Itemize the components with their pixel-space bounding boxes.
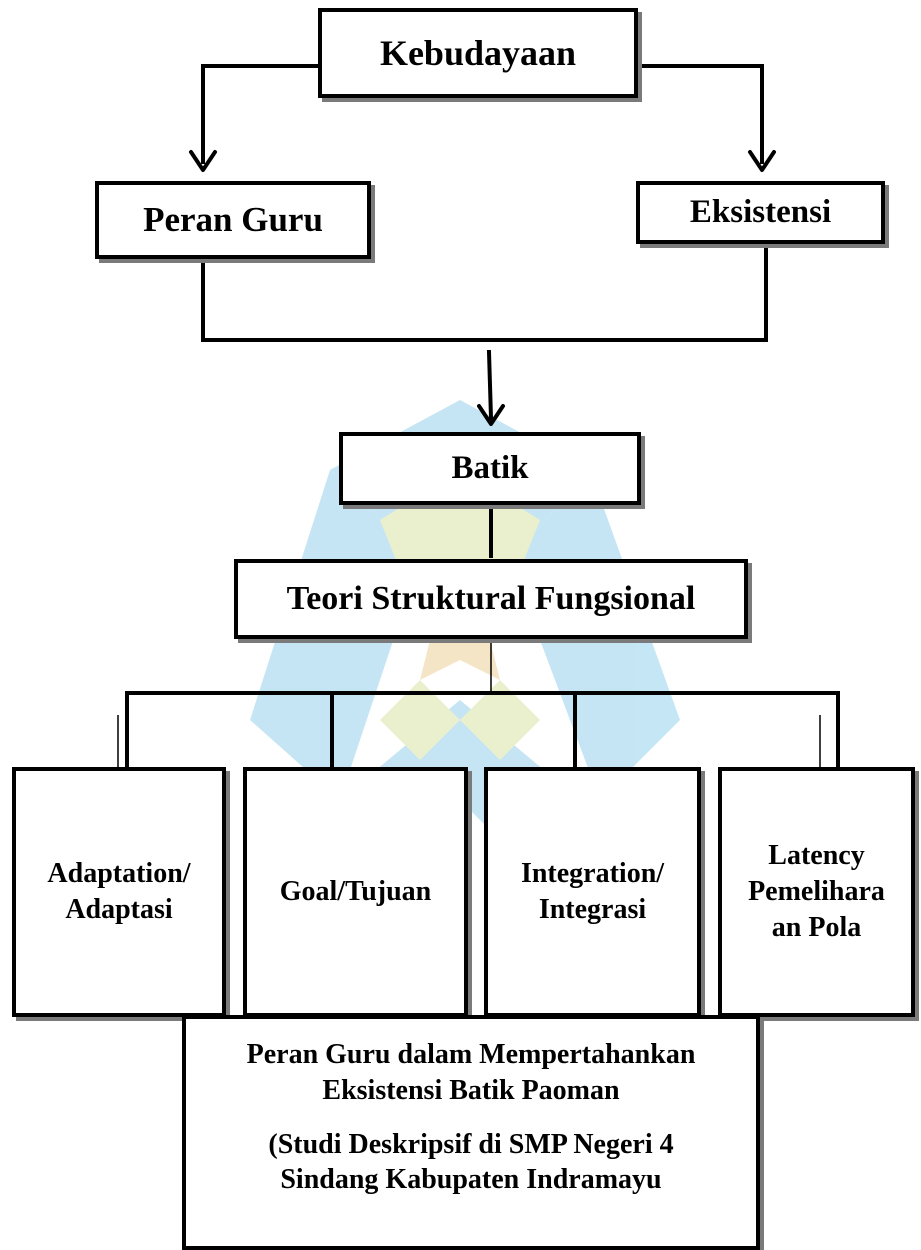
node-teori-struktural-fungsional: Teori Struktural Fungsional	[234, 559, 748, 639]
arrowhead-batik	[477, 404, 505, 426]
node-goal: Goal/Tujuan	[243, 767, 468, 1017]
node-batik: Batik	[339, 432, 641, 505]
node-final-line2: Eksistensi Batik Paoman	[322, 1074, 620, 1106]
arrowhead-peran-guru	[189, 150, 217, 172]
arrowhead-eksistensi	[748, 150, 776, 172]
connector-kebudayaan-peran	[201, 64, 320, 164]
node-latency-line3: an Pola	[771, 911, 862, 943]
node-adaptation: Adaptation/ Adaptasi	[12, 767, 226, 1017]
node-integration: Integration/ Integrasi	[484, 767, 701, 1017]
node-kebudayaan: Kebudayaan	[318, 8, 638, 98]
connector-kebudayaan-eksistensi	[636, 64, 764, 164]
connector-to-batik	[486, 349, 494, 421]
node-adaptation-line2: Adaptasi	[65, 894, 173, 925]
node-peran-guru: Peran Guru	[95, 181, 371, 259]
node-teori-label: Teori Struktural Fungsional	[286, 580, 696, 618]
node-latency-line1: Latency	[768, 840, 865, 872]
node-adaptation-line1: Adaptation/	[47, 858, 191, 890]
node-integration-line1: Integration/	[520, 858, 665, 890]
node-final-line1: Peran Guru dalam Mempertahankan	[246, 1039, 696, 1070]
node-final-line4: Sindang Kabupaten Indramayu	[280, 1164, 662, 1196]
node-final-line3: (Studi Deskripsif di SMP Negeri 4	[268, 1128, 674, 1160]
connector-join	[201, 240, 768, 342]
node-goal-label: Goal/Tujuan	[279, 876, 432, 908]
node-integration-line2: Integrasi	[538, 894, 647, 925]
node-eksistensi-label: Eksistensi	[689, 194, 832, 231]
node-final-title: Peran Guru dalam Mempertahankan Eksisten…	[182, 1015, 760, 1250]
node-latency: Latency Pemelihara an Pola	[718, 767, 915, 1017]
node-batik-label: Batik	[451, 450, 529, 487]
node-latency-line2: Pemelihara	[748, 876, 885, 908]
node-eksistensi: Eksistensi	[636, 181, 885, 244]
spacer	[247, 1109, 696, 1127]
node-peran-guru-label: Peran Guru	[143, 199, 323, 239]
node-kebudayaan-label: Kebudayaan	[379, 32, 577, 73]
